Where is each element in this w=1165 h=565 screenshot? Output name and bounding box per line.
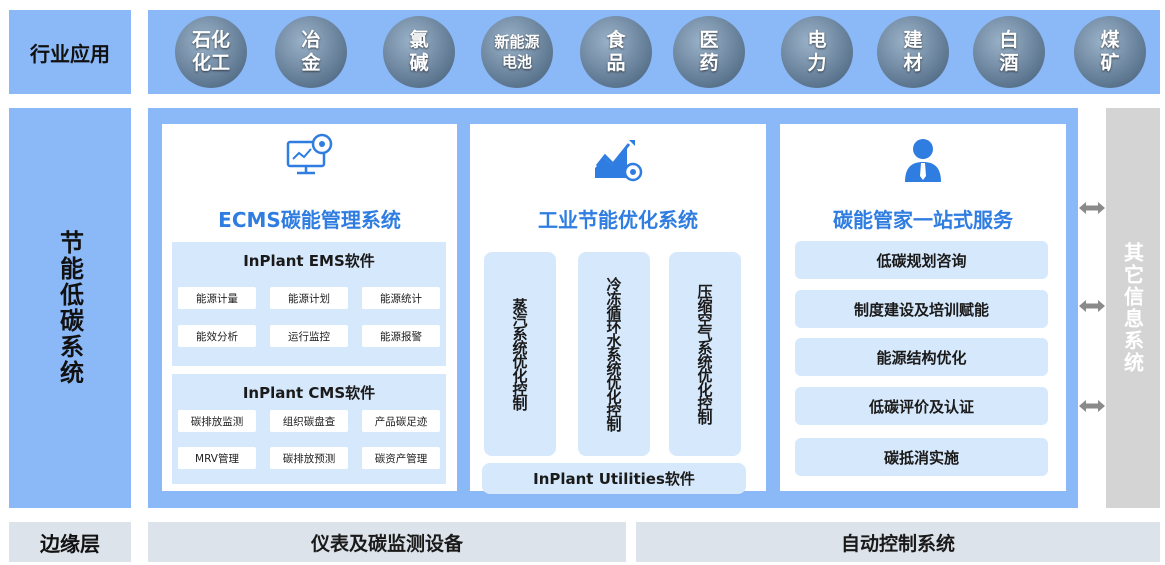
other-systems-column[interactable]: 其它信息系统: [1106, 108, 1160, 508]
carbon-service-title: 碳能管家一站式服务: [833, 208, 1013, 232]
ems-item[interactable]: 运行监控: [270, 325, 348, 347]
cms-item[interactable]: 产品碳足迹: [362, 410, 440, 432]
ems-box: InPlant EMS软件 能源计量 能源计划 能源统计 能效分析 运行监控 能…: [172, 242, 446, 366]
chilled-water-system-label: 冷冻循环水系统优化控制: [604, 277, 623, 431]
industry-circle-metallurgy[interactable]: 冶 金: [275, 16, 347, 88]
industrial-panel: 工业节能优化系统 蒸汽系统优化控制 冷冻循环水系统优化控制 压缩空气系统优化控制…: [470, 124, 766, 494]
steam-system-box[interactable]: 蒸汽系统优化控制: [484, 252, 556, 456]
industry-circle-liquor[interactable]: 白 酒: [973, 16, 1045, 88]
industry-circle-chlor-alkali[interactable]: 氯 碱: [383, 16, 455, 88]
steam-system-label: 蒸汽系统优化控制: [510, 298, 529, 410]
industry-circle-food[interactable]: 食 品: [580, 16, 652, 88]
chilled-water-system-box[interactable]: 冷冻循环水系统优化控制: [578, 252, 650, 456]
industry-label: 煤 矿: [1100, 29, 1120, 74]
row-label-edge-text: 边缘层: [40, 531, 100, 556]
edge-instruments-box[interactable]: 仪表及碳监测设备: [148, 522, 626, 562]
industry-label: 电 力: [807, 29, 827, 74]
cms-item[interactable]: 组织碳盘查: [270, 410, 348, 432]
industry-circle-pharma[interactable]: 医 药: [673, 16, 745, 88]
service-item[interactable]: 低碳规划咨询: [795, 241, 1048, 279]
bidirectional-arrow-icon: [1079, 400, 1105, 412]
cms-item[interactable]: 碳排放预测: [270, 447, 348, 469]
industry-label: 氯 碱: [409, 29, 429, 74]
industry-label: 新能源 电池: [494, 33, 540, 71]
row-label-industry-text: 行业应用: [30, 41, 110, 66]
ems-item[interactable]: 能效分析: [178, 325, 256, 347]
person-icon: [905, 139, 941, 182]
trend-chart-icon: [595, 140, 643, 182]
other-systems-label: 其它信息系统: [1120, 242, 1145, 374]
row-label-energy: 节能低碳系统: [9, 108, 131, 508]
industry-label: 白 酒: [999, 29, 1019, 74]
cms-item[interactable]: 碳排放监测: [178, 410, 256, 432]
bidirectional-arrow-icon: [1079, 202, 1105, 214]
ems-item[interactable]: 能源报警: [362, 325, 440, 347]
row-label-edge: 边缘层: [9, 522, 131, 562]
energy-system-band: ECMS碳能管理系统 InPlant EMS软件 能源计量 能源计划 能源统计 …: [148, 108, 1078, 508]
service-item[interactable]: 能源结构优化: [795, 338, 1048, 376]
edge-automation-label: 自动控制系统: [840, 532, 955, 555]
edge-automation-box[interactable]: 自动控制系统: [636, 522, 1160, 562]
industry-circle-building-materials[interactable]: 建 材: [877, 16, 949, 88]
ecms-title: ECMS碳能管理系统: [218, 208, 401, 232]
cms-item[interactable]: MRV管理: [178, 447, 256, 469]
industry-label: 食 品: [606, 29, 626, 74]
ems-title: InPlant EMS软件: [243, 252, 375, 270]
industry-circle-coal[interactable]: 煤 矿: [1074, 16, 1146, 88]
ems-item[interactable]: 能源计划: [270, 287, 348, 309]
industrial-title: 工业节能优化系统: [538, 208, 698, 232]
industry-label: 建 材: [903, 29, 923, 74]
row-label-energy-text: 节能低碳系统: [55, 230, 84, 386]
service-item[interactable]: 低碳评价及认证: [795, 387, 1048, 425]
compressed-air-system-label: 压缩空气系统优化控制: [695, 284, 714, 424]
monitor-gear-icon: [286, 133, 333, 175]
service-item[interactable]: 碳抵消实施: [795, 438, 1048, 476]
cms-item[interactable]: 碳资产管理: [362, 447, 440, 469]
industry-circle-new-energy-battery[interactable]: 新能源 电池: [481, 16, 553, 88]
industry-circle-power[interactable]: 电 力: [781, 16, 853, 88]
row-label-industry: 行业应用: [9, 10, 131, 94]
industry-circle-petrochem[interactable]: 石化 化工: [175, 16, 247, 88]
industry-label: 石化 化工: [191, 29, 230, 74]
utilities-software-bar[interactable]: InPlant Utilities软件: [482, 463, 746, 494]
industry-band: 石化 化工 冶 金 氯 碱 新能源 电池 食 品 医 药 电 力 建 材 白 酒…: [148, 10, 1160, 94]
service-item[interactable]: 制度建设及培训赋能: [795, 290, 1048, 328]
compressed-air-system-box[interactable]: 压缩空气系统优化控制: [669, 252, 741, 456]
ems-item[interactable]: 能源计量: [178, 287, 256, 309]
bidirectional-arrow-icon: [1079, 300, 1105, 312]
industry-label: 医 药: [699, 29, 719, 74]
industry-label: 冶 金: [301, 29, 321, 74]
ecms-panel: ECMS碳能管理系统 InPlant EMS软件 能源计量 能源计划 能源统计 …: [162, 124, 457, 491]
edge-instruments-label: 仪表及碳监测设备: [310, 532, 463, 555]
cms-title: InPlant CMS软件: [242, 384, 376, 402]
carbon-service-panel: 碳能管家一站式服务 低碳规划咨询 制度建设及培训赋能 能源结构优化 低碳评价及认…: [780, 124, 1066, 491]
ems-item[interactable]: 能源统计: [362, 287, 440, 309]
cms-box: InPlant CMS软件 碳排放监测 组织碳盘查 产品碳足迹 MRV管理 碳排…: [172, 374, 446, 484]
